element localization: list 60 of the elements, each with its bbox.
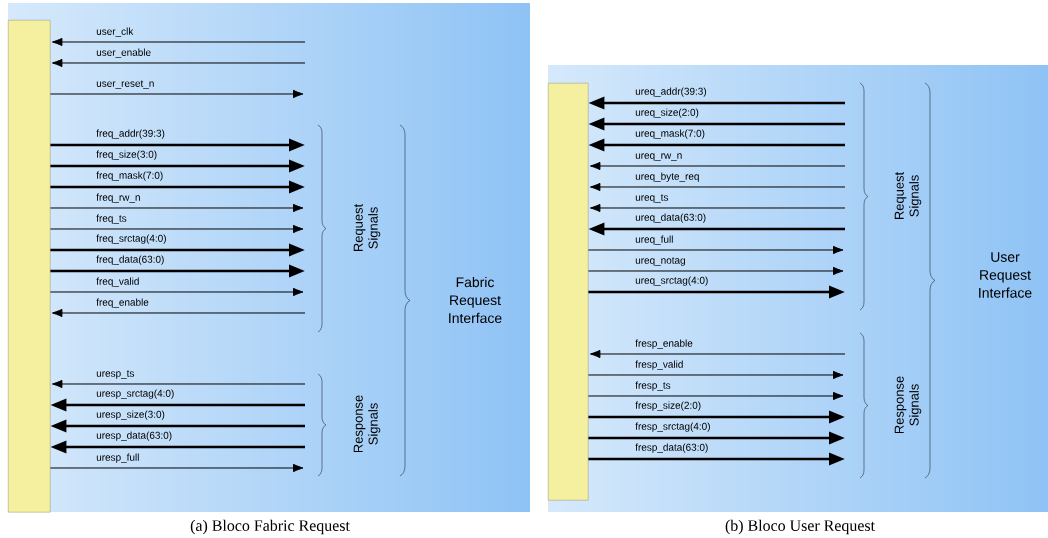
- signal-arrow: [49, 287, 304, 297]
- signal-name: fresp_ts: [635, 381, 671, 391]
- signal-arrow: [589, 203, 846, 213]
- signal-bar: [8, 20, 51, 513]
- signal-arrow: [49, 224, 304, 234]
- signal-name: freq_ts: [96, 214, 127, 224]
- group-label: Response Signals: [353, 395, 381, 453]
- signal-name: ureq_byte_req: [635, 172, 699, 182]
- signal-name: freq_size(3:0): [96, 150, 157, 160]
- signal-name: uresp_data(63:0): [96, 431, 172, 441]
- signal-arrow: [49, 203, 304, 213]
- signal-name: uresp_size(3:0): [96, 410, 165, 420]
- signal-name: ureq_addr(39:3): [635, 87, 706, 97]
- signal-name: uresp_full: [96, 453, 139, 463]
- signal-name: freq_rw_n: [96, 193, 140, 203]
- signal-name: freq_mask(7:0): [96, 171, 163, 181]
- caption: (b) Bloco User Request: [725, 519, 875, 535]
- signal-arrow: [589, 161, 846, 171]
- signal-arrow: [51, 58, 306, 68]
- signal-name: ureq_ts: [635, 194, 669, 203]
- signal-name: freq_srctag(4:0): [96, 234, 166, 244]
- interface-label: Fabric Request Interface: [449, 276, 502, 324]
- signal-name: ureq_notag: [635, 257, 685, 266]
- signal-name: ureq_full: [635, 235, 673, 245]
- signal-arrow: [51, 37, 306, 47]
- signal-arrow: [51, 308, 306, 318]
- signal-name: fresp_srctag(4:0): [635, 422, 710, 432]
- signal-arrow: [49, 463, 304, 473]
- signal-name: user_clk: [96, 27, 134, 37]
- signal-name: freq_enable: [96, 298, 149, 308]
- signal-arrow: [51, 379, 306, 389]
- signal-name: ureq_mask(7:0): [635, 129, 705, 139]
- signal-arrow: [589, 349, 846, 359]
- signal-name: fresp_data(63:0): [635, 443, 708, 453]
- signal-name: fresp_enable: [635, 339, 693, 349]
- interface-label: User Request Interface: [979, 252, 1032, 298]
- signal-arrow: [587, 245, 844, 255]
- signal-name: user_enable: [96, 48, 151, 58]
- signal-name: user_reset_n: [96, 80, 154, 89]
- signal-name: ureq_srctag(4:0): [635, 276, 708, 286]
- group-label: Request Signals: [894, 172, 922, 220]
- signal-name: freq_data(63:0): [96, 255, 164, 265]
- signal-name: uresp_ts: [96, 370, 135, 379]
- signal-name: uresp_srctag(4:0): [96, 389, 174, 399]
- group-label: Request Signals: [353, 204, 381, 252]
- signal-name: ureq_rw_n: [635, 153, 682, 161]
- signal-arrow: [587, 391, 844, 401]
- signal-name: fresp_size(2:0): [635, 401, 701, 411]
- signal-name: ureq_size(2:0): [635, 108, 699, 118]
- signal-arrow: [587, 370, 844, 380]
- signal-name: freq_addr(39:3): [96, 129, 165, 139]
- signal-name: freq_valid: [96, 277, 139, 287]
- signal-name: fresp_valid: [635, 360, 683, 370]
- signal-bar: [548, 83, 589, 501]
- signal-arrow: [587, 266, 844, 276]
- caption: (a) Bloco Fabric Request: [190, 519, 350, 535]
- group-label: Response Signals: [894, 376, 922, 434]
- signal-arrow: [49, 89, 304, 99]
- signal-arrow: [589, 182, 846, 192]
- signal-name: ureq_data(63:0): [635, 213, 706, 223]
